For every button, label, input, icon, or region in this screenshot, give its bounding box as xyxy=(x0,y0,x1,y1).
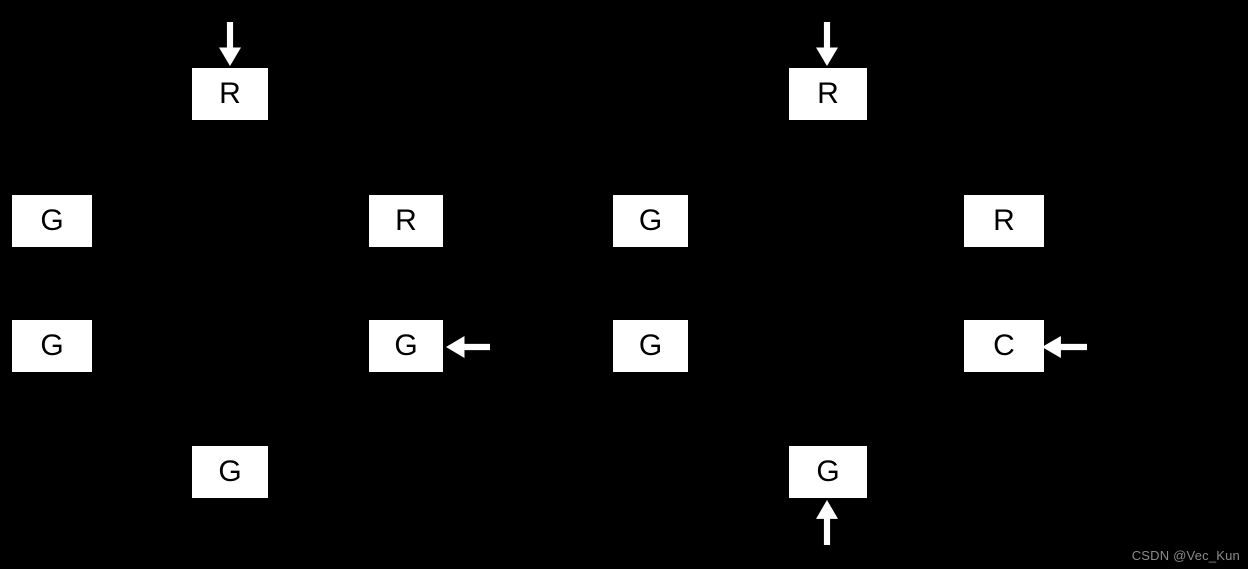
node-r3c3[interactable]: G xyxy=(613,320,688,372)
node-r3c1[interactable]: G xyxy=(12,320,92,372)
node-r3c2[interactable]: G xyxy=(369,320,443,372)
node-label: C xyxy=(993,329,1015,362)
node-r2c4[interactable]: R xyxy=(964,195,1044,247)
arrow-left-icon xyxy=(446,336,490,358)
node-r2c1[interactable]: G xyxy=(12,195,92,247)
node-label: G xyxy=(40,329,64,362)
node-label: R xyxy=(219,77,241,110)
arrow-down-icon xyxy=(219,22,241,66)
node-label: R xyxy=(817,77,839,110)
node-r1c1[interactable]: R xyxy=(192,68,268,120)
node-label: G xyxy=(394,329,418,362)
arrow-up-icon xyxy=(816,500,838,545)
arrow-down-icon xyxy=(816,22,838,66)
watermark-label: CSDN @Vec_Kun xyxy=(1131,548,1240,563)
node-r4c2[interactable]: G xyxy=(789,446,867,498)
node-r1c2[interactable]: R xyxy=(789,68,867,120)
node-label: G xyxy=(638,204,663,237)
node-label: G xyxy=(638,329,663,362)
node-r3c4[interactable]: C xyxy=(964,320,1044,372)
node-label: G xyxy=(218,455,242,488)
node-label: R xyxy=(395,204,417,237)
node-r4c1[interactable]: G xyxy=(192,446,268,498)
node-label: G xyxy=(40,204,64,237)
node-r2c2[interactable]: R xyxy=(369,195,443,247)
node-label: R xyxy=(993,204,1015,237)
node-label: G xyxy=(816,455,840,488)
node-r2c3[interactable]: G xyxy=(613,195,688,247)
arrow-left-icon xyxy=(1042,336,1087,358)
